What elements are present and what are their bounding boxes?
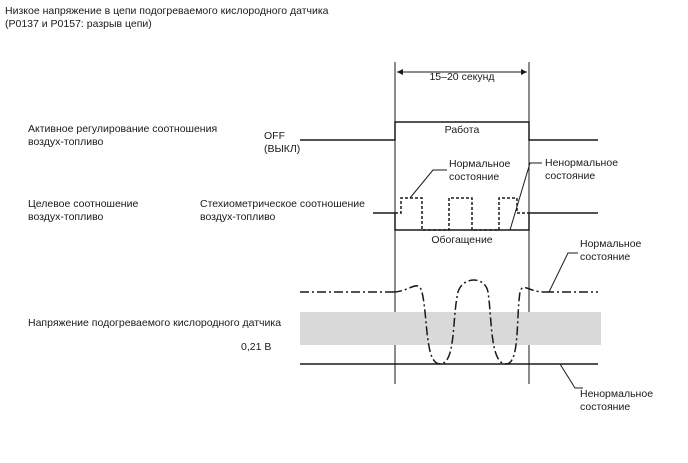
duration-label: 15–20 секунд [429, 71, 494, 83]
diagram-title: Низкое напряжение в цепи подогреваемого … [5, 5, 329, 17]
target-ratio-label: Целевое соотношение [28, 198, 138, 210]
normal-callout-line [409, 169, 447, 199]
sensor-normal-label-2: состояние [580, 251, 630, 263]
target-ratio-label-2: воздух-топливо [28, 211, 104, 223]
off-state-label: OFF [264, 130, 285, 142]
sensor-voltage-label: Напряжение подогреваемого кислородного д… [28, 317, 281, 329]
sensor-abnormal-callout-line [559, 363, 583, 389]
target-ratio-normal-wave [395, 197, 529, 231]
abnormal-callout-label: Ненормальное [545, 157, 618, 169]
diagram-subtitle: (P0137 и P0157: разрыв цепи) [5, 18, 152, 30]
threshold-band [300, 312, 601, 345]
rich-label: Обогащение [431, 234, 492, 246]
active-control-signal [300, 121, 598, 141]
sensor-abnormal-label: Ненормальное [580, 388, 653, 400]
abnormal-callout-label-2: состояние [545, 170, 595, 182]
stoich-ratio-label-2: воздух-топливо [200, 211, 276, 223]
sensor-abnormal-label-2: состояние [580, 401, 630, 413]
on-state-label: Работа [445, 124, 480, 136]
normal-callout-label: Нормальное [449, 158, 511, 170]
target-ratio-signal [373, 212, 598, 231]
active-control-label-2: воздух-топливо [28, 136, 104, 148]
off-state-label-2: (ВЫКЛ) [264, 143, 300, 155]
sensor-normal-oscillation [392, 279, 546, 365]
abnormal-callout-line [509, 162, 542, 231]
sensor-normal-label: Нормальное [580, 238, 642, 250]
normal-callout-label-2: состояние [449, 171, 499, 183]
active-control-label: Активное регулирование соотношения [28, 123, 217, 135]
stoich-ratio-label: Стехиометрическое соотношение [200, 198, 365, 210]
threshold-label: 0,21 В [241, 341, 271, 353]
sensor-normal-callout-line [548, 252, 578, 293]
